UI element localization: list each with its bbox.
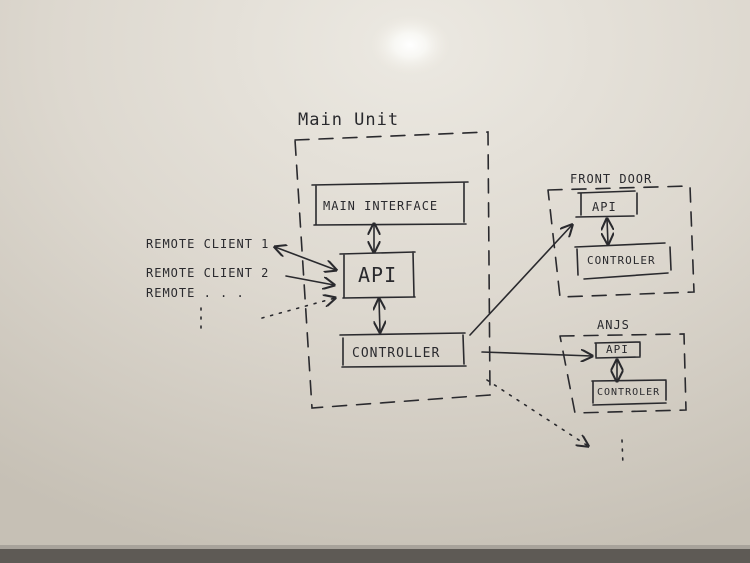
controller-label: CONTROLLER xyxy=(352,346,440,361)
arrow-to-more xyxy=(486,379,588,446)
arrow-client-more xyxy=(261,298,335,319)
front-door-api-box xyxy=(575,190,638,218)
client-2-label: REMOTE CLIENT 2 xyxy=(146,266,269,280)
main-unit-title: Main Unit xyxy=(298,110,399,130)
anjs-api-box xyxy=(594,341,641,359)
front-door-controller-box xyxy=(574,242,672,280)
controller-box xyxy=(339,332,467,368)
front-door-title: FRONT DOOR xyxy=(570,172,652,186)
api-box xyxy=(339,251,416,299)
main-interface-label: MAIN INTERFACE xyxy=(323,199,438,213)
main-interface-box xyxy=(311,181,469,226)
arrow-to-front-door xyxy=(469,225,572,336)
anjs-controller-label: CONTROLER xyxy=(597,387,660,398)
board-tray xyxy=(0,548,750,563)
front-door-controller-label: CONTROLER xyxy=(587,254,656,267)
api-label: API xyxy=(358,263,397,287)
arrow-front-door-api-controller xyxy=(607,219,608,244)
arrow-client-2 xyxy=(285,275,334,285)
main-unit-boundary xyxy=(294,131,491,409)
anjs-boundary xyxy=(559,333,687,414)
client-more-label: REMOTE . . . xyxy=(146,286,245,300)
anjs-controller-box xyxy=(591,379,667,406)
light-glare xyxy=(370,15,450,75)
arrow-client-1 xyxy=(275,247,336,270)
client-1-label: REMOTE CLIENT 1 xyxy=(146,237,269,251)
arrow-api-controller xyxy=(379,299,380,332)
anjs-api-label: API xyxy=(606,343,629,356)
front-door-boundary xyxy=(547,185,695,298)
anjs-title: ANJS xyxy=(597,318,630,332)
arrow-to-anjs xyxy=(481,352,592,356)
front-door-api-label: API xyxy=(592,200,617,214)
